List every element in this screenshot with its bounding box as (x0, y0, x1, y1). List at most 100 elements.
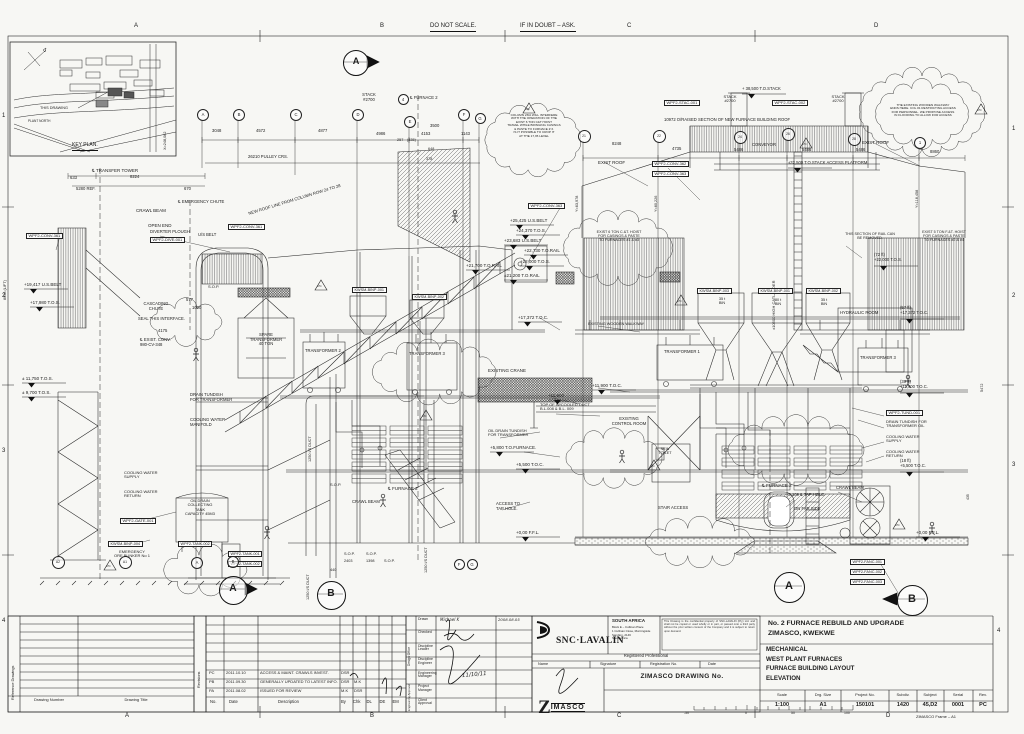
annotation: KEY PLAN. (72, 142, 98, 151)
revisions-side-label: Revisions (197, 671, 201, 688)
annotation: D (874, 23, 879, 29)
title-col-header: Drg. Size (814, 692, 832, 697)
annotation: CRAWL BEAM (836, 485, 864, 490)
annotation: WPF2-CONV-361 (228, 224, 265, 231)
title-col-header: Scale (776, 692, 787, 697)
annotation: KWSM-BINP-002 (412, 294, 447, 301)
annotation: WPF2-GATE-001 (120, 518, 157, 525)
zimasco-logo-rest: IMASCO (550, 702, 585, 712)
annotation: DO NOT SCALE. (430, 23, 477, 32)
annotation: EXIST 5 TON F.&T. HOIST FOR CASINGS & PA… (922, 230, 966, 243)
annotation: +5,800 T.O.FURNACE. (490, 445, 537, 450)
annotation: PC (317, 283, 322, 288)
grid-bubble: F (453, 558, 465, 570)
annotation: CONVEYOR (752, 142, 776, 147)
revision-header: Chk (353, 699, 361, 704)
snc-lavalin-wordmark: SNC·LAVALIN (556, 636, 624, 646)
confidential-text: This Drawing is the confidential propert… (664, 620, 755, 633)
annotation: 100 (844, 711, 850, 715)
annotation: 5472 (980, 383, 984, 392)
annotation: 4 (2, 618, 6, 624)
annotation: 1398 (366, 559, 375, 563)
revision-clouds (149, 67, 985, 597)
reg-col-header: Name (538, 662, 549, 666)
annotation: PC (106, 563, 111, 568)
signoff-date: 2008.08.05 (498, 616, 520, 622)
annotation: EMERGENCY ORE BUNKER No 1 (113, 549, 150, 559)
right-elevation-structure (397, 92, 969, 554)
annotation: B (370, 713, 375, 719)
annotation: PC (422, 413, 427, 418)
project-title-line1: No. 2 FURNACE REBUILD AND UPGRADE (768, 620, 905, 627)
annotation: (72 ft) +22,000 T.O.S. (874, 252, 902, 262)
annotation: COOLING WATER SUPPLY (124, 470, 158, 480)
centerlines (99, 95, 771, 580)
annotation: 1000 (192, 305, 202, 310)
revision-cell: DSR (341, 669, 350, 675)
annotation: 4735 (672, 146, 682, 151)
grid-bubble: 26 (781, 127, 795, 141)
annotation: PC (677, 298, 682, 303)
annotation: ± 9,700 T.O.S. (22, 390, 51, 395)
grid-bubble: A1 (118, 555, 132, 569)
annotation: WPF2-FANC-003 (850, 579, 885, 586)
annotation: DIVERTER PLOUGH (150, 229, 190, 234)
grid-bubble: A (191, 557, 203, 569)
annotation: 35 t BIN (820, 298, 828, 307)
annotation: WPF2-TANK-001 (228, 551, 263, 558)
annotation: EXIST ROOF (862, 140, 890, 145)
annotation: WPF2-STAC-001 (664, 100, 700, 107)
drawing-desc-line: ELEVATION (766, 674, 801, 682)
revision-cell: ACCESS & MAINT. CRAWLS INVEST. (260, 669, 329, 675)
annotation: DRAIN TUNDISH FOR TRANSFORMER OIL (886, 419, 927, 429)
title-col-header: Subdiv. (896, 692, 910, 697)
annotation: CRAWL BEAM (136, 208, 166, 213)
annotation: WPF2-CONV-363 (528, 203, 565, 210)
annotation: CASCADING CHUTE (143, 301, 169, 311)
annotation: U/S BELT (198, 232, 217, 237)
annotation: 1 (1012, 126, 1016, 132)
annotation: S.O.P. (366, 552, 377, 556)
dimension-lines (67, 120, 966, 537)
section-marker: A (773, 571, 805, 603)
revision-cell: 2011.09.30 (226, 678, 246, 684)
annotation: 50 (791, 711, 795, 715)
hatched-blocks (237, 271, 681, 429)
annotation: ±21,200 T.O.RAIL (504, 273, 540, 278)
grid-bubble: 22 (652, 129, 666, 143)
annotation: NEW TOILET (658, 447, 672, 456)
annotation: +5,500 T.O.C. (516, 462, 544, 467)
annotation: X=248,082 (163, 131, 167, 150)
annotation: 0 (745, 711, 747, 715)
annotation: 4986 (376, 131, 386, 136)
annotation: 5486 (856, 147, 866, 152)
reg-col-header: Signature (600, 662, 617, 666)
title-col-value: 0001 (951, 702, 965, 708)
annotation: ON FAR SIDE (794, 506, 821, 511)
cooler-banks (351, 425, 863, 491)
annotation: PC (802, 141, 807, 146)
annotation: TRANSFORMER 2 (305, 348, 341, 353)
title-col-header: Serial (952, 692, 964, 697)
annotation: C (627, 23, 632, 29)
annotation: 378 (426, 157, 433, 161)
annotation: +21,700 T.O.RAIL (466, 263, 502, 268)
grid-bubble: E (404, 116, 416, 128)
annotation: +23,683 U.S.BELT (504, 238, 542, 243)
annotation: WPF2-STAC-002 (772, 100, 808, 107)
annotation: ℄ EXIST. CONV. 980-CV-348 (140, 337, 171, 347)
annotation: STAIR ACCESS (658, 505, 689, 510)
annotation: -50 (684, 711, 690, 715)
annotation: OPEN END (148, 223, 172, 228)
annotation: SEAL THIS INTERFACE. (138, 316, 186, 321)
annotation: PC (650, 463, 655, 468)
annotation: 1 (2, 113, 6, 119)
grid-bubble: B (233, 109, 245, 121)
annotation: 1143 (461, 131, 471, 136)
grid-bubble: A (197, 109, 209, 121)
annotation: 5486 (802, 147, 812, 152)
pc-triangles (103, 102, 988, 571)
reference-col2-header: Drawing Title (124, 697, 148, 702)
revision-cell: M.K (341, 687, 349, 693)
